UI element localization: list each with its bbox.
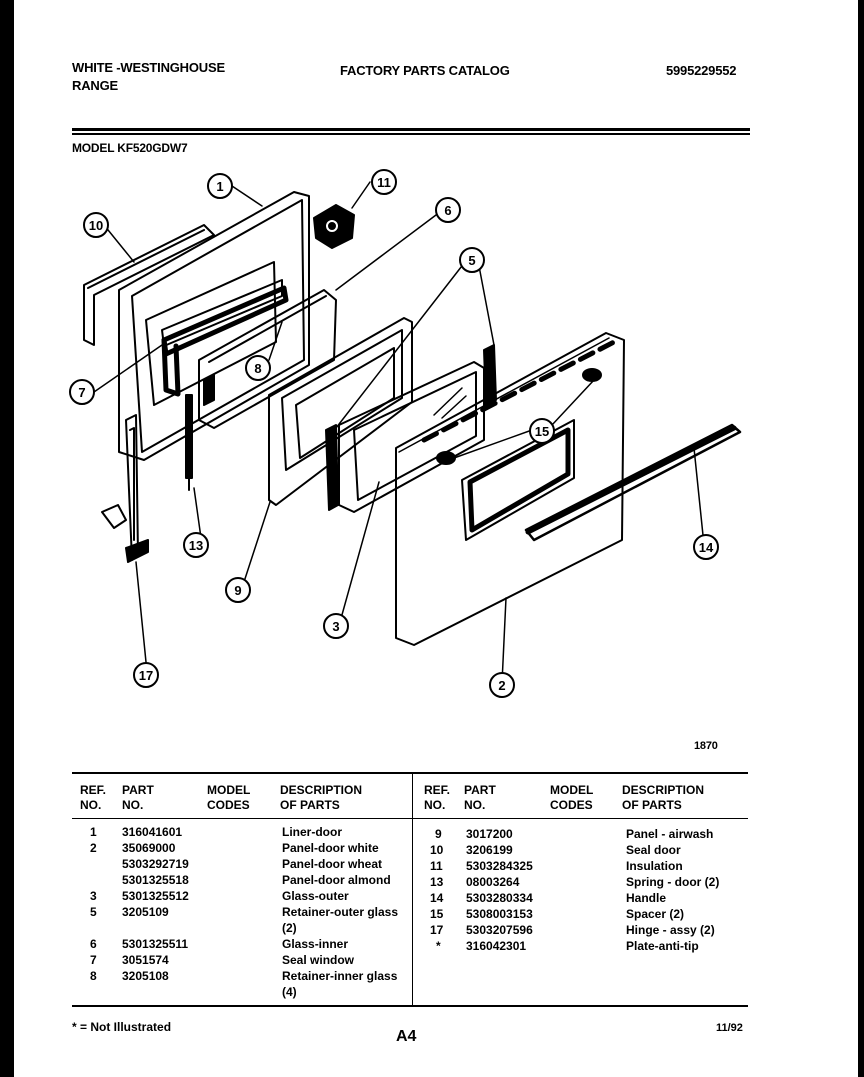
airwash-panel-part <box>268 317 413 506</box>
liner-door-part <box>118 191 310 461</box>
catalog-number: 5995229552 <box>666 63 737 78</box>
callout-6: 6 <box>435 197 461 223</box>
catalog-title: FACTORY PARTS CATALOG <box>340 63 510 78</box>
retainer-inner-glass-part <box>203 374 215 406</box>
callout-11: 11 <box>371 169 397 195</box>
callout-2: 2 <box>489 672 515 698</box>
svg-text:14: 14 <box>699 540 714 555</box>
svg-text:8: 8 <box>254 361 261 376</box>
callout-9: 9 <box>225 577 251 603</box>
product-type: RANGE <box>72 78 118 93</box>
callout-13: 13 <box>183 532 209 558</box>
brand-name: WHITE -WESTINGHOUSE <box>72 60 225 75</box>
insulation-part <box>313 204 355 249</box>
callout-17: 17 <box>133 662 159 688</box>
svg-text:2: 2 <box>498 678 505 693</box>
page-number: A4 <box>396 1028 417 1045</box>
col-ref-left: REF.NO. <box>80 783 107 812</box>
seal-window-part <box>161 285 289 397</box>
svg-text:6: 6 <box>444 203 451 218</box>
callout-8: 8 <box>245 355 271 381</box>
svg-text:10: 10 <box>89 218 103 233</box>
callout-3: 3 <box>323 613 349 639</box>
header-rule-bottom <box>72 133 750 135</box>
col-ref-right: REF.NO. <box>424 783 451 812</box>
glass-outer-part <box>338 361 485 513</box>
svg-text:15: 15 <box>535 424 549 439</box>
svg-text:9: 9 <box>234 583 241 598</box>
callout-5: 5 <box>459 247 485 273</box>
svg-text:1: 1 <box>216 179 223 194</box>
spring-door-part <box>185 394 193 491</box>
model-number: MODEL KF520GDW7 <box>72 141 188 155</box>
glass-inner-part <box>198 289 337 429</box>
exploded-door-diagram: 1 11 10 6 5 7 8 15 14 13 9 3 17 2 <box>69 169 742 698</box>
callouts: 1 11 10 6 5 7 8 15 14 13 9 3 17 2 <box>69 169 719 698</box>
table-divider <box>412 772 413 1006</box>
svg-text:7: 7 <box>78 385 85 400</box>
svg-text:13: 13 <box>189 538 203 553</box>
table-header-rule <box>72 818 748 819</box>
svg-text:11: 11 <box>377 175 391 190</box>
table-bottom-rule <box>72 1005 748 1007</box>
callout-10: 10 <box>83 212 109 238</box>
leader-lines <box>93 181 705 684</box>
revision-date: 11/92 <box>716 1022 743 1034</box>
callout-14: 14 <box>693 534 719 560</box>
svg-text:17: 17 <box>139 668 153 683</box>
spacer-part <box>436 368 602 465</box>
hinge-assy-part <box>101 414 149 563</box>
svg-text:5: 5 <box>468 253 475 268</box>
callout-1: 1 <box>207 173 233 199</box>
parts-catalog-page: WHITE -WESTINGHOUSE RANGE FACTORY PARTS … <box>14 0 858 1077</box>
figure-number: 1870 <box>694 740 718 752</box>
svg-text:3: 3 <box>332 619 339 634</box>
handle-part <box>524 423 742 542</box>
header-rule-top <box>72 128 750 131</box>
not-illustrated-note: * = Not Illustrated <box>72 1020 172 1034</box>
callout-15: 15 <box>529 418 555 444</box>
callout-7: 7 <box>69 379 95 405</box>
table-top-rule <box>72 772 748 774</box>
seal-door-part <box>83 224 215 346</box>
